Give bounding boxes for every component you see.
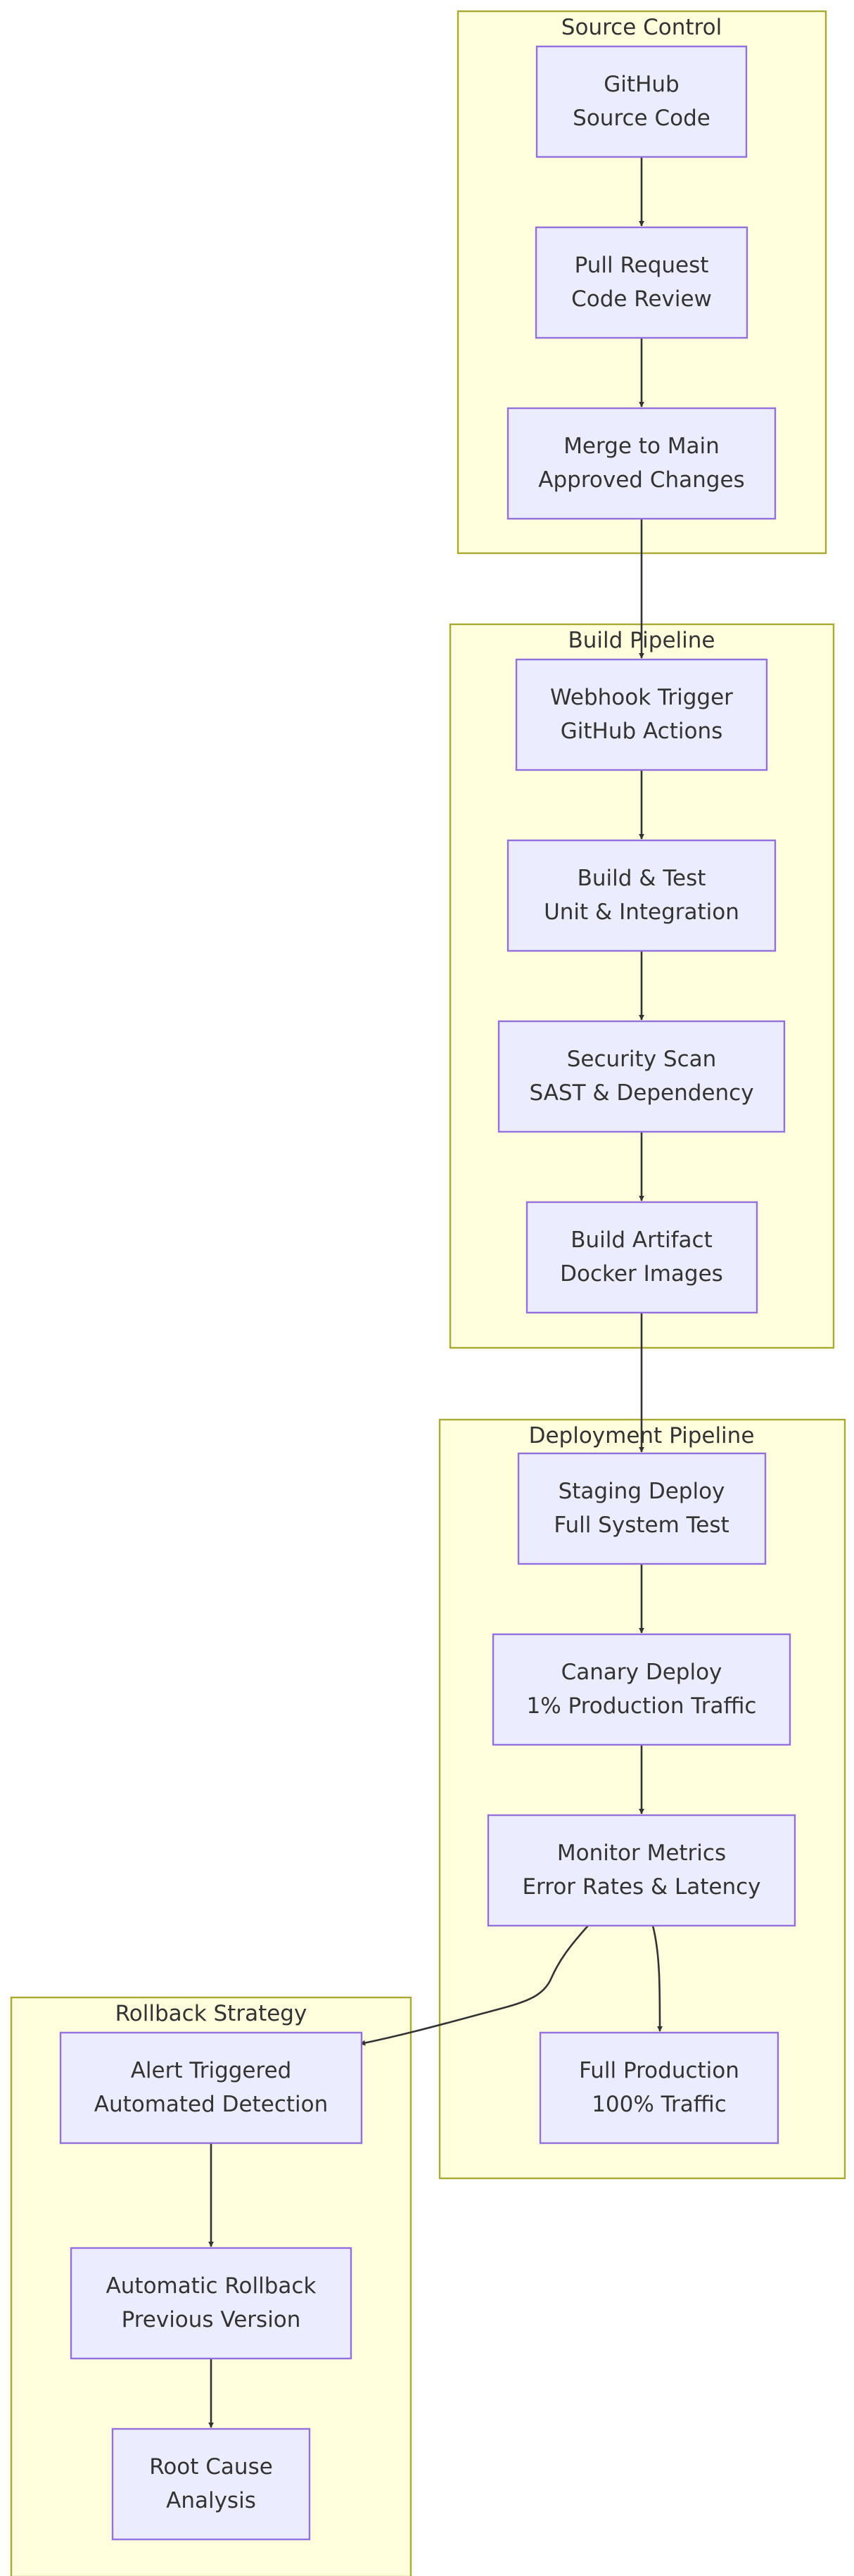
node-build-artifact-line2: Docker Images [560, 1261, 723, 1287]
node-canary-line1: Canary Deploy [561, 1660, 722, 1685]
node-full-production: Full Production 100% Traffic [539, 2031, 779, 2145]
node-github: GitHub Source Code [535, 45, 748, 158]
node-merge: Merge to Main Approved Changes [506, 407, 777, 520]
node-staging-line2: Full System Test [554, 1513, 729, 1538]
node-monitor: Monitor Metrics Error Rates & Latency [487, 1814, 796, 1927]
node-github-line1: GitHub [604, 72, 679, 97]
node-build-test: Build & Test Unit & Integration [506, 839, 777, 952]
node-webhook: Webhook Trigger GitHub Actions [515, 658, 768, 771]
node-auto-rollback-line1: Automatic Rollback [106, 2273, 317, 2299]
node-merge-line2: Approved Changes [538, 467, 744, 493]
node-full-production-line2: 100% Traffic [592, 2092, 727, 2117]
edges [208, 157, 663, 2428]
node-pull-request-line1: Pull Request [575, 253, 709, 278]
node-full-production-line1: Full Production [579, 2058, 739, 2083]
node-monitor-line2: Error Rates & Latency [522, 1874, 760, 1900]
node-alert: Alert Triggered Automated Detection [59, 2031, 363, 2145]
node-alert-line2: Automated Detection [94, 2092, 329, 2117]
node-staging: Staging Deploy Full System Test [517, 1452, 767, 1565]
edge-monitor-to-full-production [651, 1925, 663, 2032]
node-build-artifact: Build Artifact Docker Images [525, 1201, 758, 1314]
node-monitor-line1: Monitor Metrics [557, 1841, 726, 1866]
node-auto-rollback-line2: Previous Version [122, 2307, 301, 2332]
node-security-scan-line2: SAST & Dependency [529, 1080, 753, 1106]
node-root-cause-line1: Root Cause [149, 2454, 273, 2480]
node-canary: Canary Deploy 1% Production Traffic [492, 1633, 791, 1746]
node-security-scan-line1: Security Scan [567, 1047, 717, 1072]
node-pull-request: Pull Request Code Review [535, 226, 748, 339]
node-canary-line2: 1% Production Traffic [527, 1693, 757, 1719]
node-build-test-line1: Build & Test [578, 866, 706, 891]
node-webhook-line1: Webhook Trigger [550, 685, 733, 710]
node-alert-line1: Alert Triggered [131, 2058, 292, 2083]
node-build-artifact-line1: Build Artifact [571, 1227, 713, 1253]
node-pull-request-line2: Code Review [571, 286, 712, 312]
node-github-line2: Source Code [573, 106, 710, 131]
edge-monitor-to-alert [359, 1925, 589, 2046]
node-auto-rollback: Automatic Rollback Previous Version [70, 2247, 352, 2360]
node-root-cause: Root Cause Analysis [111, 2427, 311, 2541]
node-webhook-line2: GitHub Actions [561, 719, 723, 744]
node-merge-line1: Merge to Main [563, 434, 720, 459]
node-root-cause-line2: Analysis [166, 2488, 256, 2513]
node-build-test-line2: Unit & Integration [544, 899, 739, 925]
cluster-source-control-title: Source Control [561, 15, 722, 40]
node-staging-line1: Staging Deploy [559, 1479, 725, 1504]
cluster-rollback-strategy-title: Rollback Strategy [115, 2001, 307, 2026]
node-security-scan: Security Scan SAST & Dependency [497, 1020, 786, 1133]
